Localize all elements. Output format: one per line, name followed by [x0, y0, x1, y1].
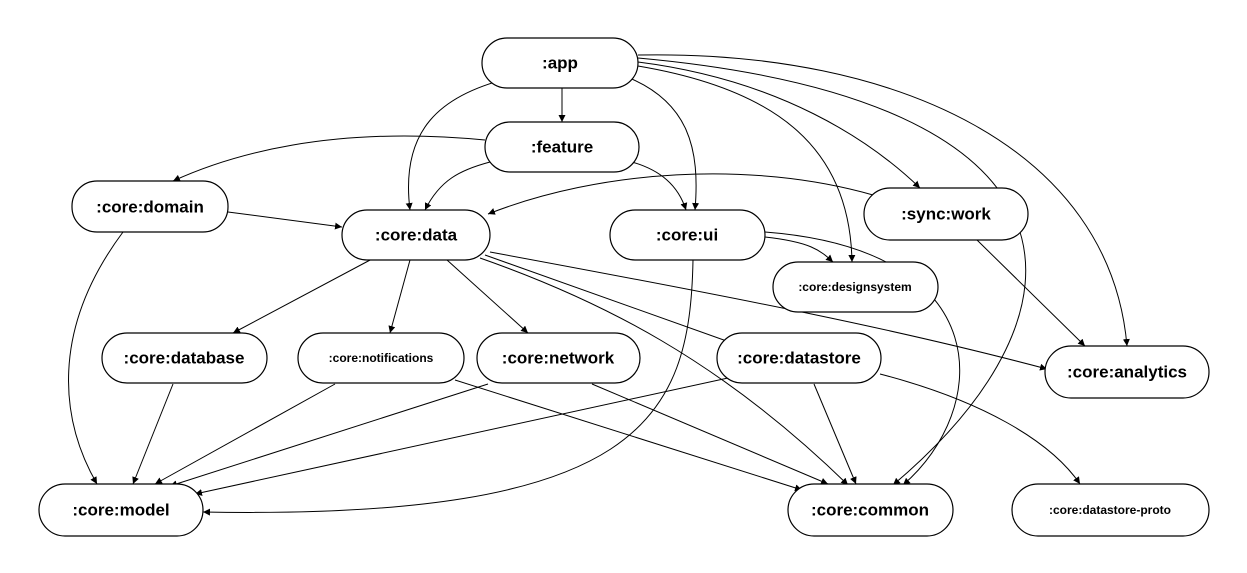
- node-core-analytics-label: :core:analytics: [1067, 363, 1187, 382]
- edge-feature-core-domain: [172, 135, 486, 182]
- node-feature-label: :feature: [531, 138, 593, 157]
- edges: [68, 54, 1130, 516]
- edge-feature-core-data: [424, 161, 491, 211]
- node-core-designsystem[interactable]: :core:designsystem: [772, 261, 939, 313]
- node-core-notifications[interactable]: :core:notifications: [297, 332, 465, 384]
- edge-feature-core-ui: [631, 161, 688, 211]
- edge-sync-work-core-analytics: [976, 239, 1086, 347]
- node-core-analytics[interactable]: :core:analytics: [1044, 345, 1210, 399]
- node-core-common-label: :core:common: [811, 501, 929, 520]
- node-sync-work-label: :sync:work: [901, 205, 991, 224]
- node-core-designsystem-label: :core:designsystem: [798, 280, 911, 294]
- edge-sync-work-core-data: [487, 173, 874, 215]
- node-core-ui[interactable]: :core:ui: [609, 209, 766, 261]
- edge-core-data-core-database: [232, 258, 373, 334]
- edge-app-core-designsystem: [637, 65, 856, 263]
- edge-core-data-core-analytics: [489, 251, 1048, 371]
- node-core-network[interactable]: :core:network: [476, 332, 641, 384]
- node-core-database-label: :core:database: [124, 349, 245, 368]
- node-core-domain-label: :core:domain: [96, 198, 204, 217]
- node-core-notifications-label: :core:notifications: [329, 351, 434, 365]
- node-core-model-label: :core:model: [72, 501, 169, 520]
- node-app-label: :app: [542, 54, 578, 73]
- node-core-ui-label: :core:ui: [656, 226, 718, 245]
- edge-core-domain-core-model: [68, 231, 124, 485]
- node-core-network-label: :core:network: [502, 349, 615, 368]
- nodes: :app :feature :core:domain :core:data :c…: [38, 37, 1210, 537]
- node-core-data[interactable]: :core:data: [341, 209, 491, 261]
- node-core-model[interactable]: :core:model: [38, 483, 204, 537]
- edge-core-datastore-core-datastore-proto: [879, 373, 1081, 485]
- node-app[interactable]: :app: [481, 37, 639, 89]
- node-feature[interactable]: :feature: [484, 121, 640, 173]
- edge-core-ui-core-common: [764, 231, 961, 486]
- node-core-datastore-proto[interactable]: :core:datastore-proto: [1011, 483, 1210, 537]
- edge-core-datastore-core-common: [813, 383, 857, 485]
- node-core-datastore[interactable]: :core:datastore: [716, 332, 882, 384]
- edge-core-notifications-core-common: [454, 379, 803, 492]
- edge-core-database-core-model: [132, 383, 174, 485]
- edge-core-domain-core-data: [227, 211, 343, 230]
- edge-core-datastore-core-model: [194, 377, 729, 496]
- edge-app-core-analytics: [637, 54, 1130, 347]
- edge-core-notifications-core-model: [154, 383, 336, 485]
- edge-core-data-core-datastore: [484, 254, 736, 345]
- edge-core-data-core-network: [446, 259, 529, 334]
- node-core-data-label: :core:data: [375, 226, 458, 245]
- edge-app-core-data: [405, 77, 511, 211]
- node-core-datastore-proto-label: :core:datastore-proto: [1049, 503, 1171, 517]
- node-core-database[interactable]: :core:database: [101, 332, 268, 384]
- node-core-common[interactable]: :core:common: [787, 483, 954, 537]
- node-core-domain[interactable]: :core:domain: [71, 180, 229, 233]
- edge-core-network-core-model: [169, 383, 489, 488]
- edge-app-sync-work: [637, 61, 921, 189]
- edge-core-ui-core-model: [202, 259, 694, 516]
- edge-core-ui-core-designsystem: [764, 236, 834, 263]
- edge-core-data-core-notifications: [388, 259, 411, 334]
- edge-core-data-core-common: [479, 257, 849, 486]
- node-sync-work[interactable]: :sync:work: [863, 187, 1029, 241]
- edge-core-network-core-common: [591, 383, 829, 485]
- edge-app-core-ui: [621, 74, 700, 211]
- node-core-datastore-label: :core:datastore: [737, 349, 861, 368]
